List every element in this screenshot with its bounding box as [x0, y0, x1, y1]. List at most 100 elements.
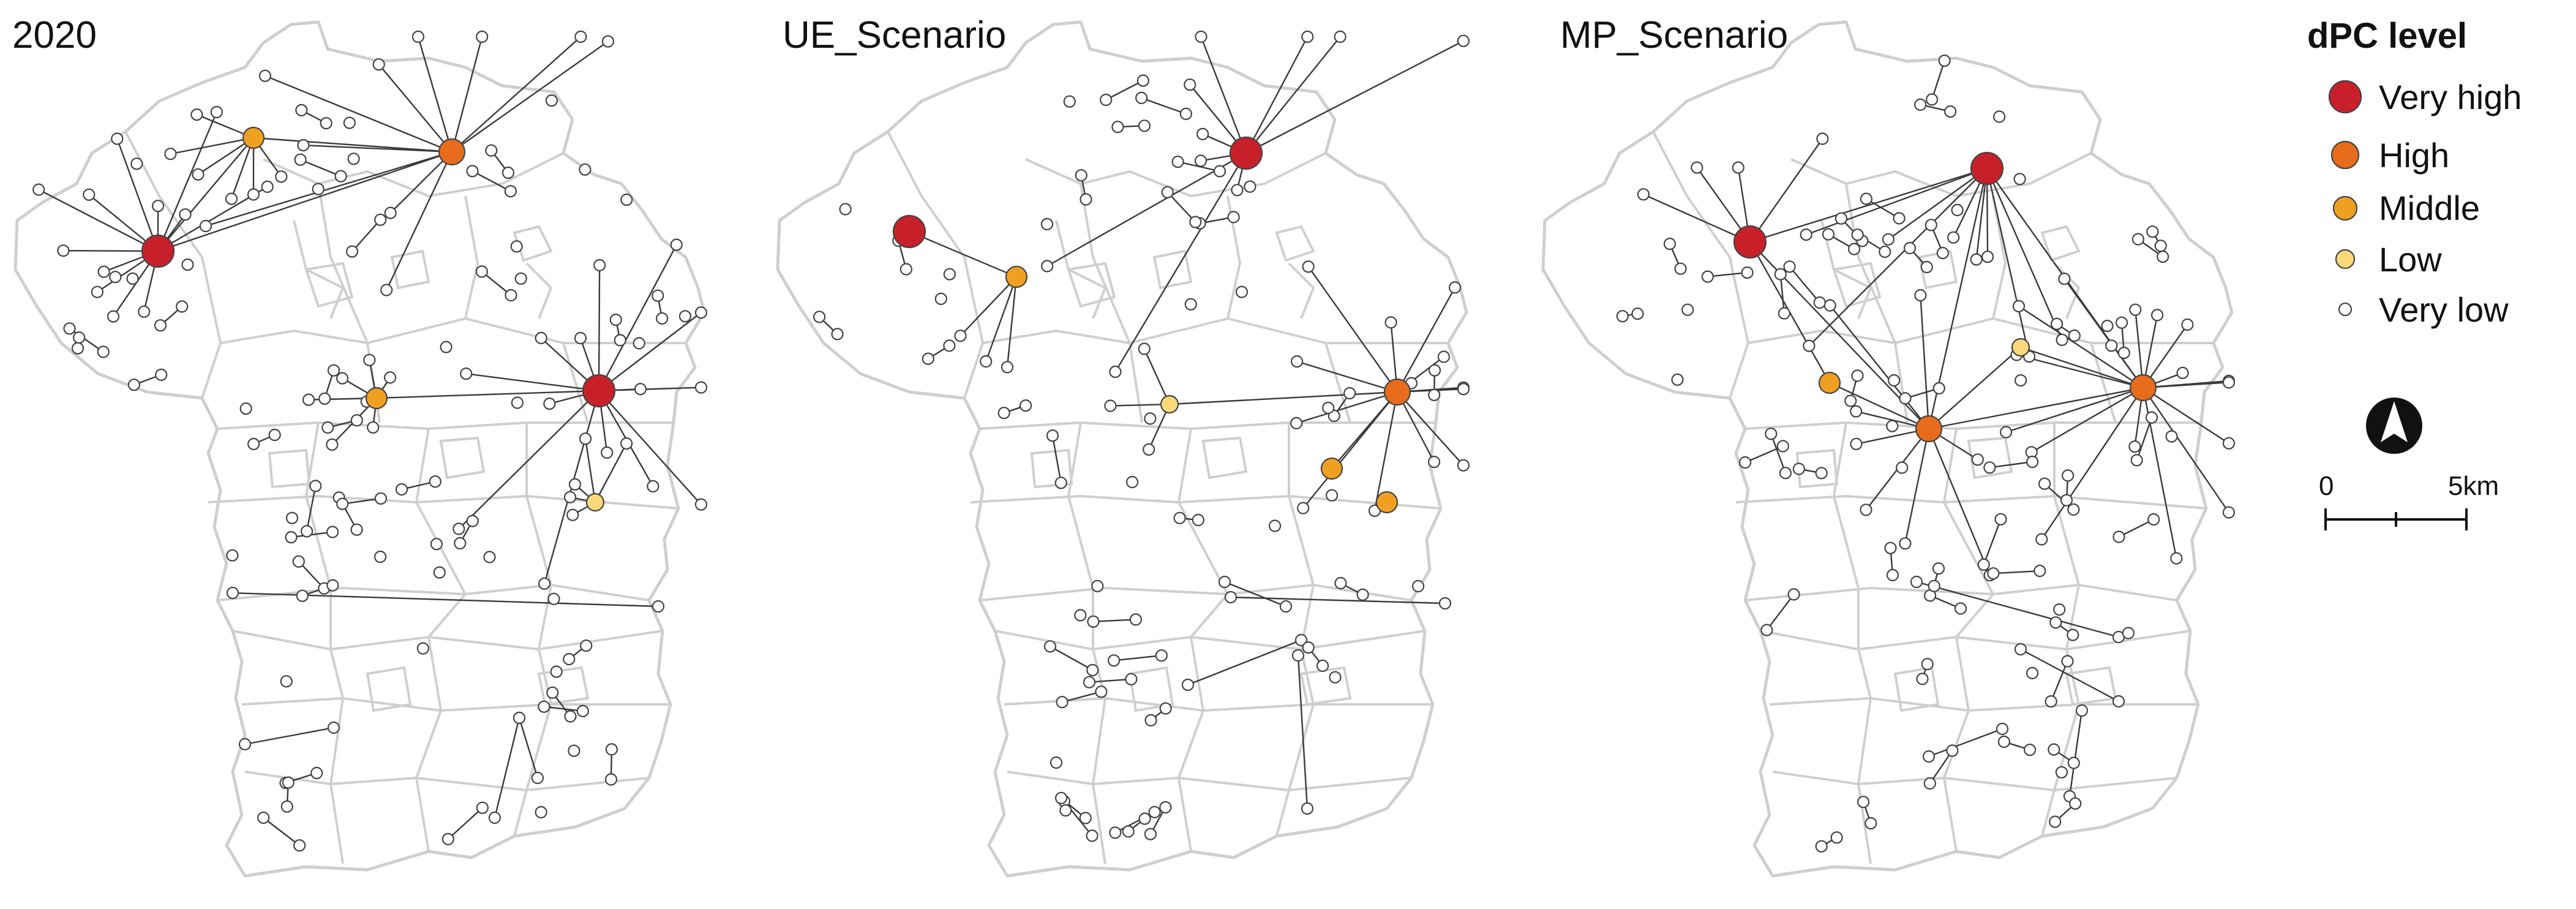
network-link [378, 64, 452, 153]
habitat-node-very-low [2145, 411, 2158, 424]
habitat-node-very-low [2026, 666, 2039, 680]
network-link [2142, 387, 2229, 513]
habitat-node-very-low [1760, 624, 1773, 636]
habitat-node-very-low [239, 402, 252, 415]
hub-link [157, 137, 254, 252]
network-link [351, 219, 381, 252]
district-border [1288, 262, 1315, 319]
hub-link [376, 390, 599, 399]
habitat-node-very-low [1779, 467, 1792, 480]
network-link [1808, 168, 1988, 347]
habitat-node-high [1383, 378, 1411, 406]
habitat-node-very-low [1899, 537, 1912, 550]
habitat-node-low [585, 492, 605, 512]
habitat-node-very-low [1732, 161, 1744, 174]
habitat-node-very-low [2049, 616, 2062, 629]
district-border [208, 494, 679, 510]
network-link [494, 717, 520, 818]
patch-outline [1832, 262, 1882, 308]
habitat-node-very-low [2181, 318, 2194, 331]
network-link [1187, 639, 1302, 686]
habitat-node-very-low [566, 508, 579, 521]
habitat-node-very-low [2151, 309, 2164, 322]
habitat-node-very-low [275, 170, 288, 183]
habitat-node-very-low [1987, 567, 2000, 580]
habitat-node-very-low [1438, 597, 1452, 610]
habitat-node-very-low [350, 414, 363, 427]
habitat-node-very-low [1951, 203, 1964, 216]
habitat-node-very-low [1996, 722, 2009, 736]
network-link [1989, 461, 2033, 469]
network-link [1986, 168, 2063, 341]
district-outline [13, 20, 706, 878]
habitat-node-very-low [633, 337, 645, 350]
habitat-node-very-low [1822, 228, 1835, 241]
habitat-node-very-low [580, 639, 593, 652]
district-border [1652, 131, 1750, 399]
network-link [157, 111, 217, 252]
habitat-node-very-low [2067, 503, 2080, 516]
habitat-node-very-low [514, 272, 527, 285]
habitat-node-very-low [1046, 429, 1059, 442]
habitat-node-very-low [1884, 541, 1897, 554]
network-link [205, 151, 452, 227]
habitat-node-very-low [1851, 369, 1864, 382]
habitat-node-very-low [563, 491, 577, 504]
habitat-node-very-low [609, 313, 622, 326]
patch-outline [537, 666, 590, 706]
patch-outline [268, 448, 311, 489]
network-link [306, 486, 317, 532]
habitat-node-very-low [326, 438, 339, 451]
habitat-node-very-low [312, 183, 325, 195]
habitat-node-very-low [1899, 392, 1912, 405]
habitat-node-very-low [943, 339, 956, 352]
district-border [1744, 583, 2177, 602]
habitat-node-very-low [652, 600, 665, 613]
habitat-node-very-low [2056, 333, 2068, 346]
habitat-node-very-low [155, 368, 168, 382]
network-link [1245, 36, 1341, 154]
habitat-node-very-low [531, 771, 544, 785]
habitat-node-very-low [1173, 511, 1186, 524]
habitat-node-very-low [2045, 695, 2057, 708]
habitat-node-very-low [839, 203, 852, 216]
district-border [525, 262, 553, 319]
habitat-node-very-low [2055, 766, 2068, 779]
network-link [466, 372, 599, 392]
habitat-node-very-low [282, 776, 295, 789]
network-link [985, 276, 1018, 362]
habitat-node-very-low [210, 105, 223, 119]
habitat-node-very-low [2058, 273, 2071, 285]
habitat-node-very-low [1125, 475, 1139, 489]
district-border [513, 423, 553, 837]
habitat-node-very-low [1765, 428, 1778, 440]
habitat-node-very-low [1936, 247, 1949, 260]
habitat-node-very-low [504, 185, 517, 198]
habitat-node-very-low [485, 144, 498, 157]
habitat-node-very-low [1294, 633, 1308, 647]
habitat-node-very-low [374, 492, 388, 505]
district-border [415, 428, 467, 852]
hub-link [1331, 391, 1398, 469]
patch-outline [304, 262, 354, 308]
hub-link [1169, 391, 1398, 405]
habitat-node-very-low [2112, 695, 2125, 708]
habitat-node-very-low [2131, 233, 2144, 246]
habitat-node-very-low [2067, 628, 2079, 641]
network-link [417, 36, 453, 153]
network-link [1373, 391, 1399, 511]
habitat-node-very-low [374, 550, 387, 564]
habitat-node-very-low [466, 515, 479, 527]
district-border [1055, 220, 1107, 319]
legend-title: dPC level [2307, 16, 2467, 56]
district-border [1769, 696, 2198, 712]
habitat-node-very-low [326, 526, 339, 538]
habitat-node-very-low [466, 165, 479, 178]
habitat-node-very-low [1923, 777, 1936, 790]
habitat-node-very-low [1994, 513, 2007, 526]
patch-outline [366, 666, 412, 712]
network-link [1093, 619, 1136, 622]
habitat-node-very-low [285, 511, 299, 524]
habitat-node-very-low [1701, 270, 1714, 283]
network-link [2005, 387, 2144, 433]
